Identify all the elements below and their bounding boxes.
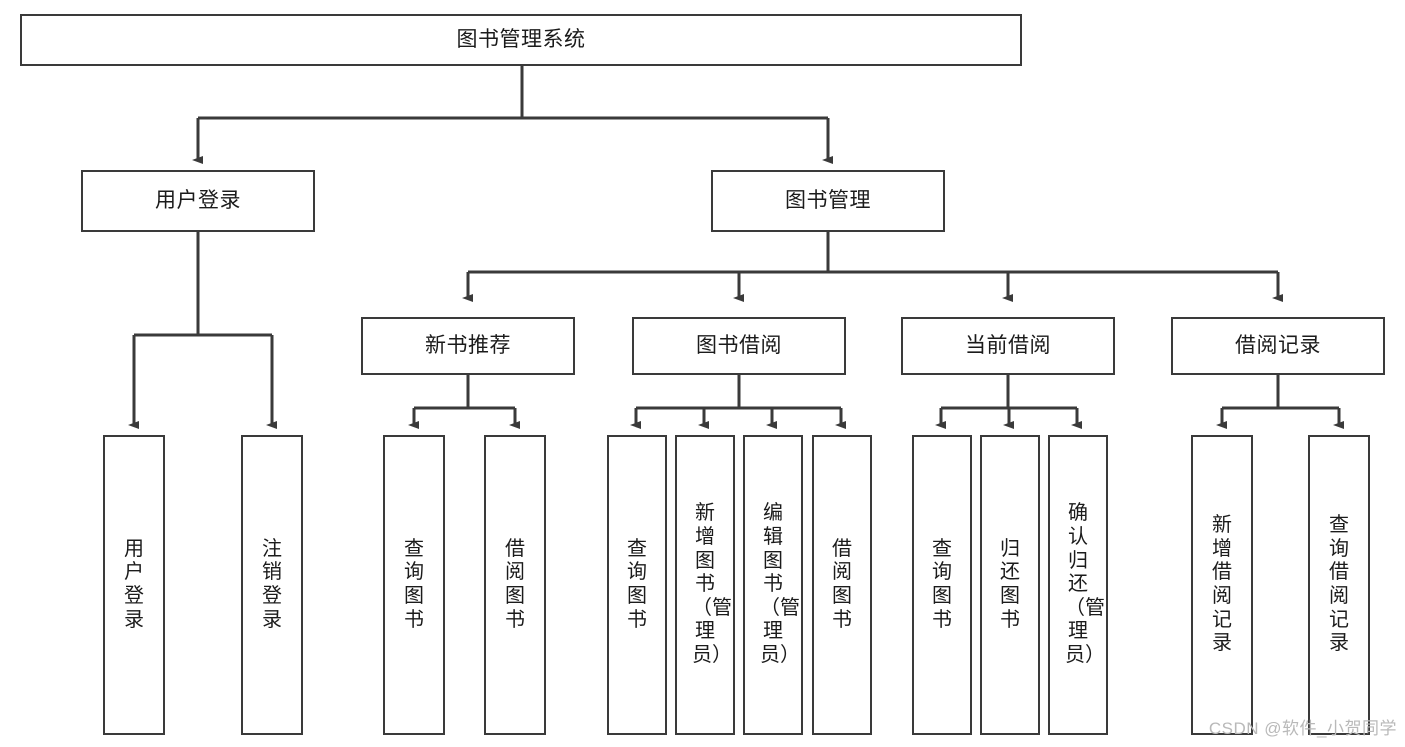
node-book-borrow[interactable]: 图书借阅 — [632, 317, 846, 375]
node-leaf-query-book-3[interactable]: 查询图书 — [912, 435, 972, 735]
node-leaf-query-record-label: 查询借阅记录 — [1329, 514, 1349, 655]
node-leaf-return-book[interactable]: 归还图书 — [980, 435, 1040, 735]
node-leaf-query-book-1[interactable]: 查询图书 — [383, 435, 445, 735]
node-leaf-user-logout-label: 注销登录 — [262, 537, 282, 631]
node-leaf-user-login-label: 用户登录 — [124, 537, 144, 631]
node-leaf-confirm-return[interactable]: 确认归还（管理员） — [1048, 435, 1108, 735]
node-leaf-borrow-book-1[interactable]: 借阅图书 — [484, 435, 546, 735]
node-root-label: 图书管理系统 — [456, 28, 586, 52]
node-leaf-query-book-2[interactable]: 查询图书 — [607, 435, 667, 735]
node-leaf-borrow-book-2-label: 借阅图书 — [832, 537, 852, 631]
node-leaf-query-book-3-label: 查询图书 — [932, 537, 952, 631]
node-current-borrow[interactable]: 当前借阅 — [901, 317, 1115, 375]
node-borrow-record[interactable]: 借阅记录 — [1171, 317, 1385, 375]
node-new-book-recommend-label: 新书推荐 — [425, 334, 511, 358]
node-leaf-confirm-return-label: 确认归还（管理员） — [1065, 502, 1105, 666]
node-leaf-add-book-label: 新增图书（管理员） — [692, 502, 732, 666]
node-leaf-borrow-book-2[interactable]: 借阅图书 — [812, 435, 872, 735]
node-borrow-record-label: 借阅记录 — [1235, 334, 1321, 358]
node-leaf-user-logout[interactable]: 注销登录 — [241, 435, 303, 735]
node-user-login-label: 用户登录 — [155, 189, 241, 213]
node-leaf-add-book[interactable]: 新增图书（管理员） — [675, 435, 735, 735]
node-leaf-edit-book-label: 编辑图书（管理员） — [760, 502, 800, 666]
node-root[interactable]: 图书管理系统 — [20, 14, 1022, 66]
node-book-manage[interactable]: 图书管理 — [711, 170, 945, 232]
node-leaf-user-login[interactable]: 用户登录 — [103, 435, 165, 735]
node-leaf-borrow-book-1-label: 借阅图书 — [505, 537, 525, 631]
node-leaf-add-record[interactable]: 新增借阅记录 — [1191, 435, 1253, 735]
node-leaf-query-book-1-label: 查询图书 — [404, 537, 424, 631]
node-leaf-query-record[interactable]: 查询借阅记录 — [1308, 435, 1370, 735]
watermark-text: CSDN @软件_小贺同学 — [1208, 719, 1397, 738]
node-new-book-recommend[interactable]: 新书推荐 — [361, 317, 575, 375]
node-leaf-query-book-2-label: 查询图书 — [627, 537, 647, 631]
node-leaf-edit-book[interactable]: 编辑图书（管理员） — [743, 435, 803, 735]
node-user-login[interactable]: 用户登录 — [81, 170, 315, 232]
node-current-borrow-label: 当前借阅 — [965, 334, 1051, 358]
node-book-manage-label: 图书管理 — [785, 189, 871, 213]
node-book-borrow-label: 图书借阅 — [696, 334, 782, 358]
node-leaf-add-record-label: 新增借阅记录 — [1212, 514, 1232, 655]
node-leaf-return-book-label: 归还图书 — [1000, 537, 1020, 631]
